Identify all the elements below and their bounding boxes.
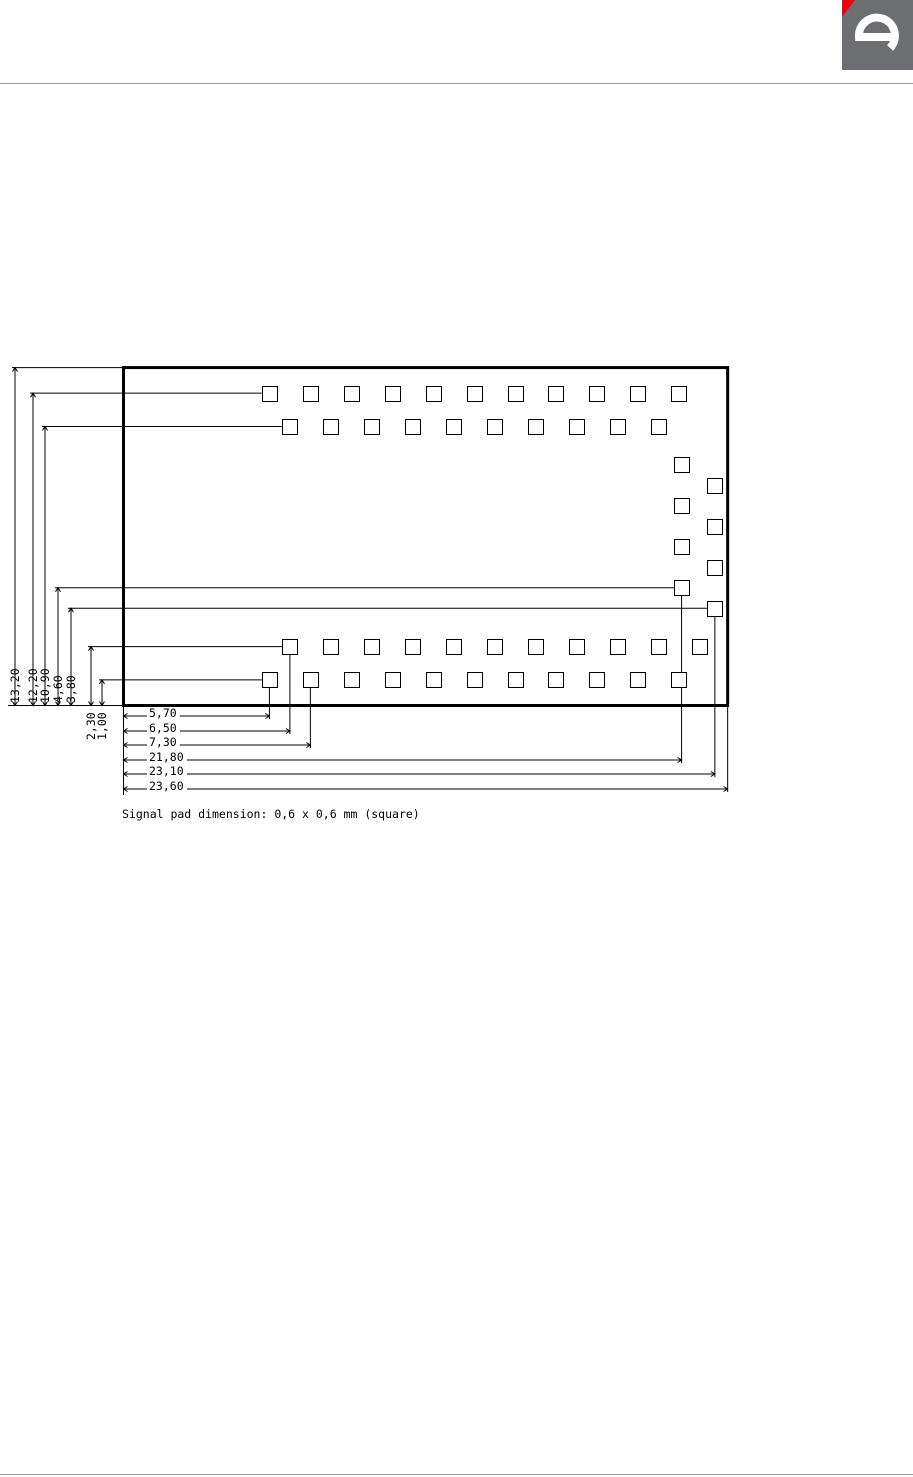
module-outline: [124, 368, 728, 706]
signal-pad: [488, 420, 503, 435]
signal-pad: [447, 420, 462, 435]
signal-pad: [549, 673, 564, 688]
signal-pad: [675, 581, 690, 596]
signal-pad: [263, 387, 278, 402]
horizontal-dimension-label: 6,50: [149, 721, 177, 735]
signal-pad: [708, 479, 723, 494]
signal-pad: [529, 420, 544, 435]
horizontal-dimension-label: 23,10: [149, 764, 184, 778]
signal-pad: [529, 640, 544, 655]
signal-pad: [468, 673, 483, 688]
horizontal-dimension-label: 7,30: [149, 735, 177, 749]
horizontal-dimension-label: 5,70: [149, 706, 177, 720]
signal-pad: [324, 420, 339, 435]
signal-pad: [509, 673, 524, 688]
signal-pad: [570, 640, 585, 655]
horizontal-dimension-label: 21,80: [149, 750, 184, 764]
signal-pad: [675, 499, 690, 514]
signal-pad: [263, 673, 278, 688]
vertical-dimension-label: 3,80: [64, 675, 78, 703]
signal-pad: [468, 387, 483, 402]
signal-pad: [345, 387, 360, 402]
signal-pad: [611, 640, 626, 655]
signal-pad: [304, 387, 319, 402]
signal-pad: [611, 420, 626, 435]
signal-pad: [283, 420, 298, 435]
pad-layer: [263, 387, 723, 688]
signal-pad: [708, 520, 723, 535]
signal-pad: [365, 420, 380, 435]
signal-pad: [675, 540, 690, 555]
pad-dimension-caption: Signal pad dimension: 0,6 x 0,6 mm (squa…: [122, 807, 420, 821]
signal-pad: [304, 673, 319, 688]
signal-pad: [708, 561, 723, 576]
signal-pad: [672, 673, 687, 688]
signal-pad: [427, 673, 442, 688]
horizontal-dimension-label: 23,60: [149, 779, 184, 793]
signal-pad: [631, 387, 646, 402]
signal-pad: [324, 640, 339, 655]
signal-pad: [708, 602, 723, 617]
signal-pad: [386, 673, 401, 688]
signal-pad: [693, 640, 708, 655]
signal-pad: [631, 673, 646, 688]
signal-pad: [672, 387, 687, 402]
signal-pad: [652, 640, 667, 655]
signal-pad: [406, 640, 421, 655]
footer-rule: [0, 1474, 913, 1475]
signal-pad: [488, 640, 503, 655]
signal-pad: [590, 673, 605, 688]
vertical-dimension-label: 13,20: [8, 668, 22, 703]
signal-pad: [549, 387, 564, 402]
vertical-dimension-label: 1,00: [95, 712, 109, 740]
signal-pad: [652, 420, 667, 435]
signal-pad: [675, 458, 690, 473]
signal-pad: [283, 640, 298, 655]
signal-pad: [365, 640, 380, 655]
vertical-dimension-label: 10,90: [38, 668, 52, 703]
signal-pad: [447, 640, 462, 655]
signal-pad: [570, 420, 585, 435]
signal-pad: [427, 387, 442, 402]
signal-pad: [509, 387, 524, 402]
vertical-dimension-label: 4,60: [51, 675, 65, 703]
signal-pad: [590, 387, 605, 402]
signal-pad: [406, 420, 421, 435]
signal-pad: [345, 673, 360, 688]
signal-pad: [386, 387, 401, 402]
